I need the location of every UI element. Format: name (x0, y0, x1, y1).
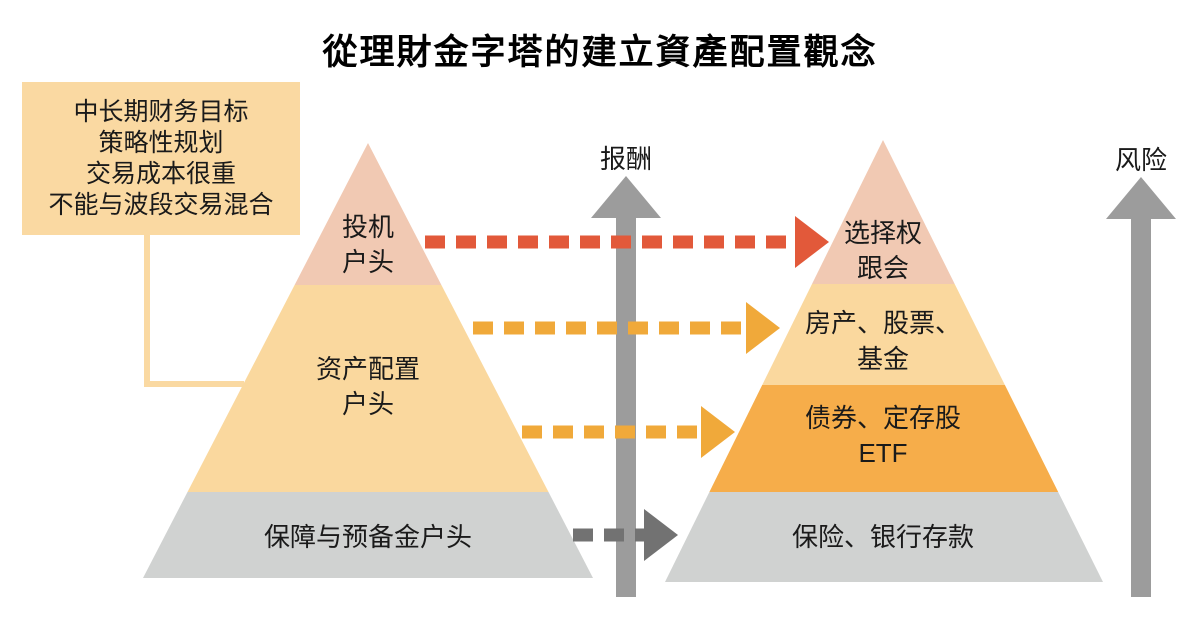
right-tier-property-label: 房产、股票、 基金 (758, 305, 1008, 377)
risk-axis-label: 风险 (1114, 145, 1167, 175)
dash-arrowhead-amber-1 (746, 302, 780, 354)
callout-line: 中长期财务目标 (73, 97, 249, 126)
right-tier-options-label: 选择权 跟会 (783, 216, 983, 286)
callout-line: 不能与波段交易混合 (48, 190, 274, 219)
right-pyramid-tier-property-stocks (762, 284, 1005, 385)
right-pyramid-tier-options (812, 140, 955, 284)
label-line: 基金 (856, 344, 909, 374)
label-line: 资产配置 (315, 354, 420, 384)
dash-arrowhead-red (795, 216, 829, 268)
label-line: 投机 (341, 212, 394, 242)
risk-axis-arrow (1106, 177, 1176, 597)
reward-arrow-shaft (616, 217, 636, 597)
dashed-arrow-speculation-to-options (425, 216, 829, 268)
right-pyramid-tier-insurance (665, 492, 1103, 582)
right-tier-insurance-label: 保险、银行存款 (733, 522, 1033, 552)
label-line: 跟会 (856, 253, 909, 283)
reward-axis-label: 报酬 (599, 144, 652, 174)
dashed-arrow-allocation-to-bonds (522, 406, 735, 458)
callout-line: 交易成本很重 (85, 159, 236, 188)
dashed-arrow-allocation-to-property (473, 302, 780, 354)
label-line: 债券、定存股 (804, 403, 961, 433)
page-title: 從理財金字塔的建立資產配置觀念 (322, 33, 878, 72)
left-tier-speculation-label: 投机 户头 (268, 210, 468, 280)
right-tier-bonds-label: 债券、定存股 ETF (758, 401, 1008, 471)
label-line: 选择权 (843, 218, 922, 248)
label-line: ETF (858, 438, 908, 468)
left-pyramid-tier-speculation (294, 143, 442, 285)
dash-arrowhead-gray (644, 509, 678, 561)
label-line: 保险、银行存款 (791, 522, 974, 552)
left-tier-allocation-label: 资产配置 户头 (268, 352, 468, 422)
label-line: 户头 (341, 247, 394, 277)
right-pyramid-tier-bonds-etf (709, 385, 1059, 492)
dash-arrowhead-amber-2 (701, 406, 735, 458)
left-pyramid-tier-protection (143, 492, 593, 578)
reward-arrow-head (591, 176, 661, 218)
risk-arrow-shaft (1131, 218, 1151, 597)
callout-line: 策略性规划 (98, 128, 224, 157)
callout-box: 中长期财务目标 策略性规划 交易成本很重 不能与波段交易混合 (22, 82, 300, 235)
dashed-arrow-protection-to-insurance (573, 509, 678, 561)
label-line: 房产、股票、 (804, 308, 961, 338)
left-pyramid-tier-asset-allocation (187, 285, 549, 492)
reward-axis-arrow (591, 176, 661, 597)
label-line: 保障与预备金户头 (263, 522, 472, 552)
callout-connector-line (144, 233, 244, 387)
risk-arrow-head (1106, 177, 1176, 219)
left-tier-protection-label: 保障与预备金户头 (168, 522, 568, 552)
label-line: 户头 (341, 389, 394, 419)
